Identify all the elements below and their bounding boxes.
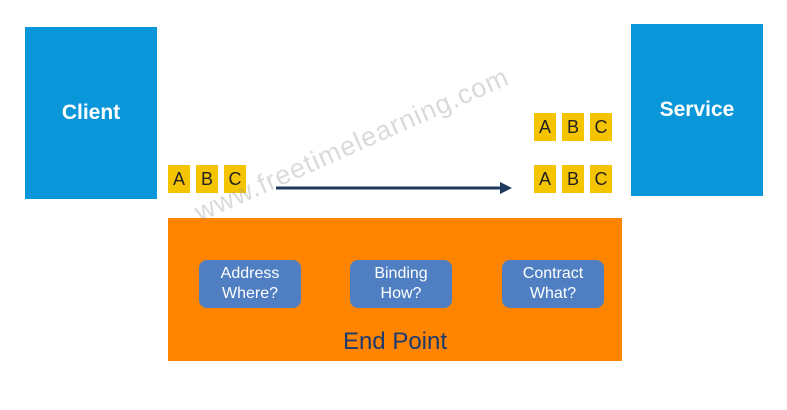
contract-label: Contract <box>522 265 584 282</box>
endpoint-box: Address Where? Binding How? Contract Wha… <box>168 218 622 361</box>
contract-pill: Contract What? <box>502 260 604 308</box>
watermark: www.freetimelearning.com <box>190 61 514 228</box>
message-tile-a: A <box>534 113 556 141</box>
message-tile-a: A <box>168 165 190 193</box>
binding-label: Binding <box>374 265 428 282</box>
address-label: Address <box>220 265 280 282</box>
message-tile-b: B <box>196 165 218 193</box>
message-tile-b: B <box>562 113 584 141</box>
service-box: Service <box>631 24 763 196</box>
message-tile-b: B <box>562 165 584 193</box>
address-pill: Address Where? <box>199 260 301 308</box>
message-tile-c: C <box>590 113 612 141</box>
message-tiles-right-bottom: A B C <box>534 165 612 193</box>
binding-question: How? <box>380 285 422 302</box>
service-label: Service <box>659 98 735 121</box>
endpoint-title: End Point <box>342 328 448 355</box>
message-tiles-left: A B C <box>168 165 246 193</box>
message-tile-c: C <box>590 165 612 193</box>
message-tile-a: A <box>534 165 556 193</box>
address-question: Where? <box>221 285 279 302</box>
message-flow-arrow <box>276 182 512 194</box>
contract-question: What? <box>529 285 577 302</box>
client-label: Client <box>61 101 121 124</box>
binding-pill: Binding How? <box>350 260 452 308</box>
client-box: Client <box>25 27 157 199</box>
message-tiles-right-top: A B C <box>534 113 612 141</box>
message-tile-c: C <box>224 165 246 193</box>
